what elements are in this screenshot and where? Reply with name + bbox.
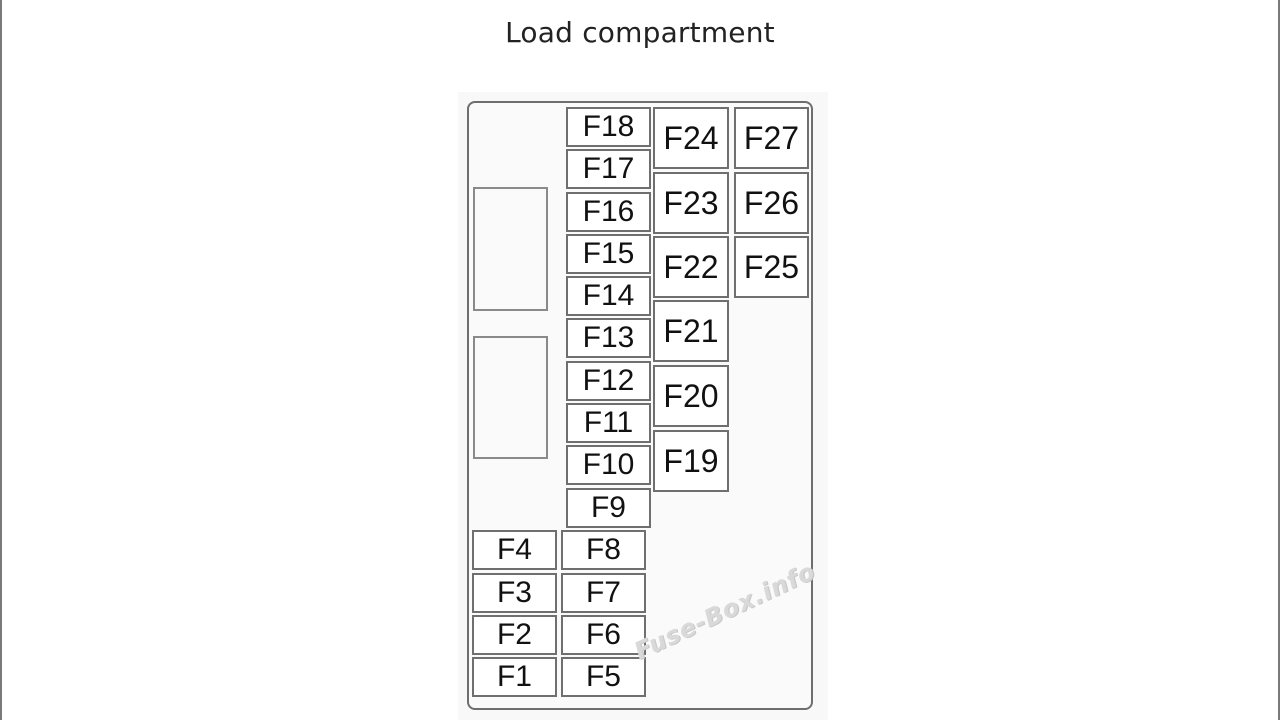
fuse-f7: F7 <box>561 573 646 613</box>
fuse-f6: F6 <box>561 615 646 655</box>
right-frame-edge <box>1278 0 1280 720</box>
fuse-f25: F25 <box>734 236 809 298</box>
fuse-f22: F22 <box>653 236 729 298</box>
fuse-f2: F2 <box>472 615 557 655</box>
fuse-f3: F3 <box>472 573 557 613</box>
fuse-f20: F20 <box>653 365 729 427</box>
fuse-f17: F17 <box>566 149 651 189</box>
fuse-f16: F16 <box>566 192 651 232</box>
fuse-f4: F4 <box>472 530 557 570</box>
fuse-f5: F5 <box>561 657 646 697</box>
fuse-f9: F9 <box>566 488 651 528</box>
fuse-f12: F12 <box>566 361 651 401</box>
relay-upper <box>473 187 548 311</box>
fuse-f1: F1 <box>472 657 557 697</box>
relay-lower <box>473 336 548 459</box>
page-title: Load compartment <box>505 16 775 49</box>
left-frame-edge <box>0 0 2 720</box>
fuse-f27: F27 <box>734 107 809 169</box>
fuse-f13: F13 <box>566 318 651 358</box>
fuse-f10: F10 <box>566 445 651 485</box>
fuse-f15: F15 <box>566 234 651 274</box>
fuse-f18: F18 <box>566 107 651 147</box>
fuse-f23: F23 <box>653 172 729 234</box>
fuse-f19: F19 <box>653 430 729 492</box>
fuse-f21: F21 <box>653 300 729 362</box>
fuse-f11: F11 <box>566 403 651 443</box>
fuse-f26: F26 <box>734 172 809 234</box>
fuse-f24: F24 <box>653 107 729 169</box>
fuse-f8: F8 <box>561 530 646 570</box>
fuse-f14: F14 <box>566 276 651 316</box>
